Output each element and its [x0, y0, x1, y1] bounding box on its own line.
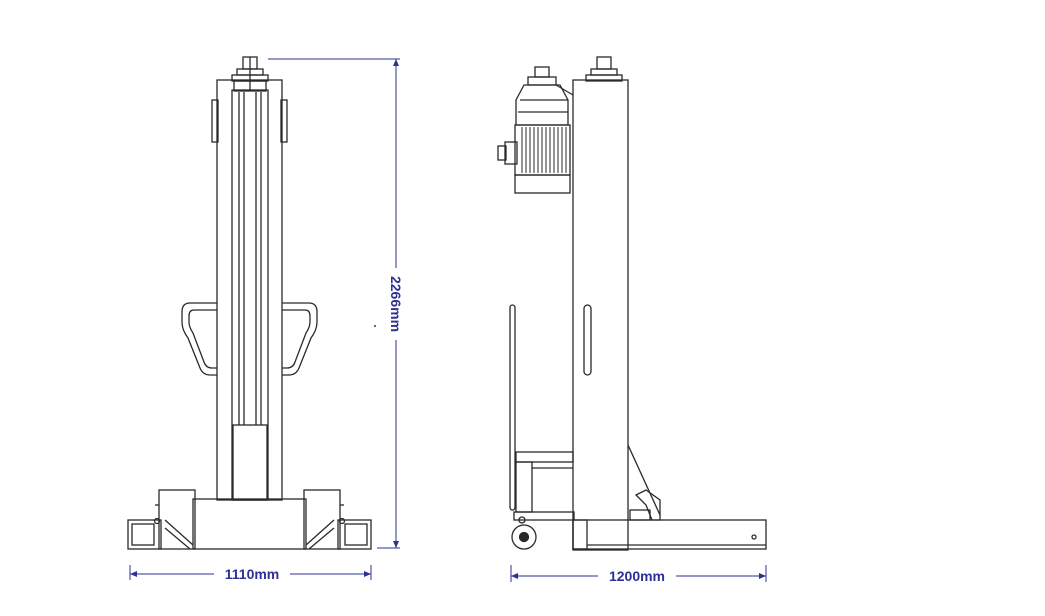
side-column — [572, 79, 629, 551]
front-width-dimension-label: 1110mm — [225, 566, 280, 582]
side-view — [497, 56, 767, 551]
front-base — [127, 489, 372, 550]
side-width-dimension-label: 1200mm — [609, 568, 665, 584]
side-hydraulic-unit — [513, 451, 575, 524]
side-base — [572, 519, 767, 550]
front-left-bracket — [211, 99, 219, 143]
front-column — [216, 79, 283, 501]
side-handle — [509, 304, 516, 511]
dimension-lines — [129, 58, 767, 582]
height-dimension-label: 2266mm — [388, 276, 404, 332]
front-handle — [181, 302, 318, 376]
front-top-fitting — [231, 56, 269, 92]
dimension-arrows — [130, 59, 766, 579]
side-top-fitting — [585, 56, 623, 82]
side-motor-fins — [521, 127, 567, 173]
side-wheel — [511, 524, 537, 550]
side-motor — [497, 66, 574, 194]
front-right-bracket — [280, 99, 288, 143]
front-view — [127, 56, 372, 550]
side-support — [627, 444, 661, 521]
